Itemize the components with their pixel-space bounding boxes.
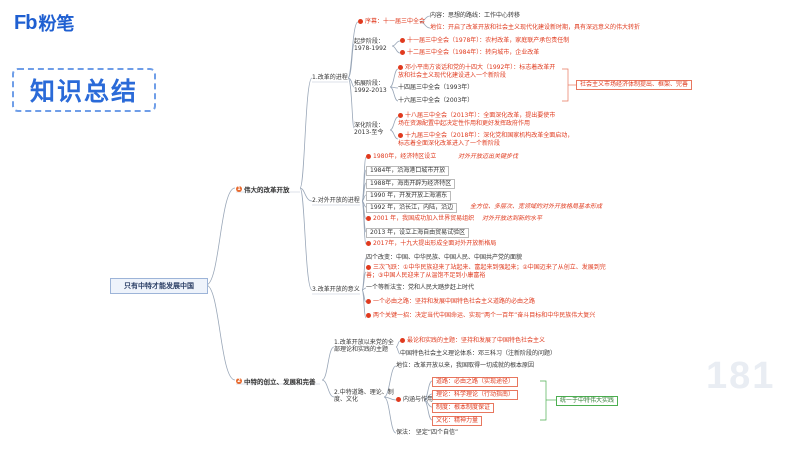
item-icon	[366, 313, 371, 318]
prelude-node: 序幕：十一届三中全会	[358, 18, 425, 26]
prelude-status: 地位：开启了改革开放和社会主义现代化建设新时期，具有深远意义的伟大转折	[430, 24, 641, 31]
phase1-item-text: 十一届三中全会（1978年）：农村改革，家庭联产承包责任制	[407, 37, 570, 44]
unity-note: 统一于中特伟大实践	[556, 396, 619, 406]
phase2-item: 邓小平南方谈话和党的十四大（1992年）：标志着改革开放和社会主义现代化建设进入…	[398, 64, 560, 80]
significance-item-text: 三次飞跃：①中华民族迎来了站起来、富起来到强起来；②中国迈来了从创立、发展到完善…	[366, 264, 606, 279]
significance-item-text: 两个关键一招：决定当代中国命运、实现“两个一百年”奋斗目标和中华民族伟大复兴	[373, 312, 596, 319]
watermark: 181	[706, 355, 776, 397]
theme-item: 最论和实践的主题：坚持和发展了中国特色社会主义	[400, 337, 545, 345]
phase2-item: 十四届三中全会（1993年）	[398, 84, 474, 91]
item-icon	[398, 65, 403, 70]
item-icon	[400, 50, 405, 55]
phase1-name: 起步阶段：	[354, 38, 385, 45]
item-icon	[400, 38, 405, 43]
branch-number-icon: 1	[236, 186, 242, 192]
branch-reform-opening: 1 伟大的改革开放	[236, 184, 290, 194]
theme-label-line2: 部理论和实践的主题	[334, 346, 389, 353]
branch-label: 中特的创立、发展和完善	[244, 378, 316, 386]
theme-item: 中国特色社会主义理论体系：邓三科习（注新阶段的问题）	[400, 350, 557, 357]
branch-label: 伟大的改革开放	[244, 186, 290, 194]
page-title-box: 知识总结	[12, 68, 156, 112]
item-icon	[398, 133, 403, 138]
logo-text: 粉笔	[38, 14, 75, 35]
opening-item: 1988年，海南开辟为经济特区	[366, 179, 456, 189]
opening-item-text: 2001 年，我国成功加入世界贸易组织	[373, 215, 475, 222]
phase1-item-text: 十二届三中全会（1984年）：转向城市，企业改革	[407, 49, 540, 56]
opening-process-label: 2.对外开放的进程	[312, 197, 360, 204]
item-icon	[366, 241, 371, 246]
content-role-text: 内涵与作用	[403, 396, 434, 403]
reform-process-label: 1.改革的进程	[312, 74, 348, 81]
path-theory-line2: 度、文化	[334, 396, 359, 403]
phase3-years: 2013-至今	[354, 129, 384, 136]
opening-item: 1992 年，沿长江，内陆，沿边	[366, 203, 458, 213]
phase2-name: 拓展阶段：	[354, 80, 385, 87]
opening-note-1: 对外开放迈出关键步伐	[458, 153, 519, 160]
significance-item-text: 一个必由之路：坚持和发展中国特色社会主义道路的必由之路	[373, 298, 536, 305]
opening-item: 2017年，十九大提出形成全面对外开放新格局	[366, 240, 496, 248]
theme-item-text: 最论和实践的主题：坚持和发展了中国特色社会主义	[407, 337, 546, 344]
opening-item: 2001 年，我国成功加入世界贸易组织	[366, 215, 474, 223]
path-theory-status: 地位：改革开放以来，我国取得一切成就的根本原因	[396, 362, 535, 369]
theme-label-line1: 1.改革开放以来党的全	[334, 339, 394, 346]
prelude-label: 序幕：十一届三中全会	[365, 18, 426, 25]
branch-number-icon: 2	[236, 378, 242, 384]
opening-item: 1984年，沿海港口城市开放	[366, 166, 450, 176]
phase1-label: 起步阶段：1978-1992	[354, 38, 387, 52]
significance-label: 3.改革开放的意义	[312, 286, 360, 293]
page-title: 知识总结	[29, 77, 138, 106]
market-economy-note: 社会主义市场经济体制提出、框架、完善	[576, 80, 693, 90]
logo-mark: Fb	[14, 11, 37, 34]
content-item: 制度：根本制度保证	[432, 403, 495, 413]
theme-label: 1.改革开放以来党的全部理论和实践的主题	[334, 339, 394, 353]
phase2-years: 1992-2013	[354, 87, 387, 94]
phase3-name: 深化阶段：	[354, 122, 385, 129]
item-icon	[400, 338, 405, 343]
content-item: 理论：科学理论（行动指南）	[432, 390, 519, 400]
opening-note-2: 全方位、多层次、宽领域的对外开放格局基本形成	[470, 203, 603, 210]
item-icon	[366, 265, 371, 270]
phase3-item: 十八届三中全会（2013年）：全面深化改革，提出要使市场在资源配置中起决定性作用…	[398, 112, 558, 128]
opening-item: 2013 年，设立上海自由贸易试验区	[366, 228, 470, 238]
item-icon	[366, 154, 371, 159]
phase2-item: 十六届三中全会（2003年）	[398, 97, 474, 104]
phase3-label: 深化阶段：2013-至今	[354, 122, 384, 136]
significance-item: 三次飞跃：①中华民族迎来了站起来、富起来到强起来；②中国迈来了从创立、发展到完善…	[366, 264, 610, 280]
content-item: 文化：精神力量	[432, 416, 483, 426]
confidence-item: 保法： 坚定“四个自信”	[396, 429, 459, 436]
branch-socialism-development: 2 中特的创立、发展和完善	[236, 376, 316, 386]
significance-item: 一个必由之路：坚持和发展中国特色社会主义道路的必由之路	[366, 298, 535, 306]
significance-item: 四个改变：中国、中华民族、中国人民、中国共产党的面貌	[366, 254, 523, 261]
fenbi-logo: Fb 粉笔	[14, 10, 74, 36]
phase1-item: 十二届三中全会（1984年）：转向城市，企业改革	[400, 49, 539, 57]
phase3-item: 十九届三中全会（2018年）：深化党和国家机构改革全面启动，标志着全面深化改革进…	[398, 132, 574, 148]
path-theory-label: 2.中特道路、理论、制度、文化	[334, 389, 394, 403]
item-icon	[366, 216, 371, 221]
item-icon	[396, 397, 401, 402]
phase2-label: 拓展阶段：1992-2013	[354, 80, 387, 94]
content-role-label: 内涵与作用	[396, 396, 433, 404]
significance-item: 两个关键一招：决定当代中国命运、实现“两个一百年”奋斗目标和中华民族伟大复兴	[366, 312, 606, 320]
opening-item-text: 2017年，十九大提出形成全面对外开放新格局	[373, 240, 497, 247]
prelude-icon	[358, 19, 363, 24]
phase1-item: 十一届三中全会（1978年）：农村改革，家庭联产承包责任制	[400, 37, 569, 45]
root-node: 只有中特才能发展中国	[110, 278, 208, 294]
phase3-item-text: 十九届三中全会（2018年）：深化党和国家机构改革全面启动，标志着全面深化改革进…	[398, 132, 574, 147]
phase2-item-text: 邓小平南方谈话和党的十四大（1992年）：标志着改革开放和社会主义现代化建设进入…	[398, 64, 556, 79]
opening-item: 1980年，经济特区设立	[366, 153, 436, 161]
content-item: 道路：必由之路（实现途径）	[432, 377, 519, 387]
opening-item: 1990 年，开发开放上海浦东	[366, 191, 452, 201]
item-icon	[398, 113, 403, 118]
phase3-item-text: 十八届三中全会（2013年）：全面深化改革，提出要使市场在资源配置中起决定性作用…	[398, 112, 556, 127]
prelude-content: 内容：思想的路线：工作中心转移	[430, 12, 521, 19]
path-theory-line1: 2.中特道路、理论、制	[334, 389, 394, 396]
significance-item: 一个等新法宝：党和人民大踏步赶上时代	[366, 284, 475, 291]
opening-item-text: 1980年，经济特区设立	[373, 153, 437, 160]
opening-note-3: 对外开放达到新的水平	[482, 215, 543, 222]
item-icon	[366, 299, 371, 304]
phase1-years: 1978-1992	[354, 45, 387, 52]
